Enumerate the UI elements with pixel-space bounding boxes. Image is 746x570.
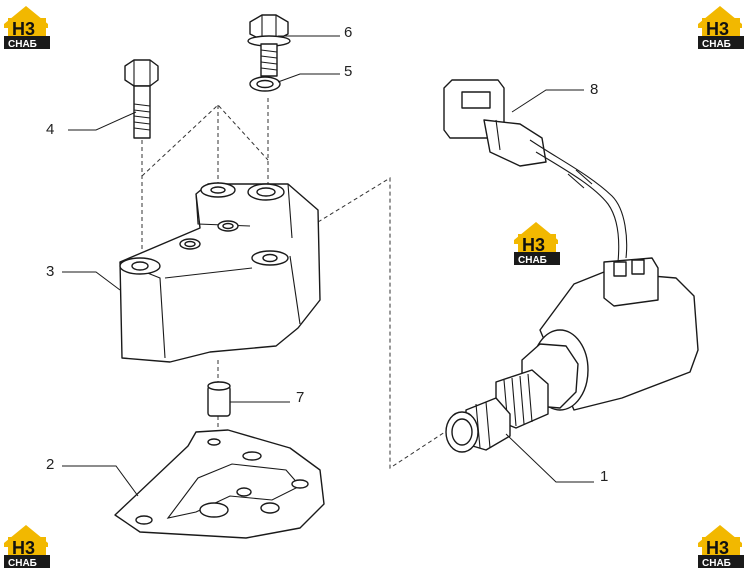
- callout-number-4: 4: [46, 121, 54, 138]
- watermark-bottom-text: CHAБ: [8, 39, 37, 50]
- part-5-washer: [249, 76, 281, 92]
- watermark-logo-center: H3 CHAБ: [514, 222, 560, 266]
- callout-4: 4: [46, 111, 137, 138]
- watermark-logo-top-right: H3 CHAБ: [698, 6, 744, 50]
- part-8-electrical-connector: [443, 79, 628, 263]
- callout-5: 5: [277, 63, 352, 83]
- watermark-top-text: H3: [706, 19, 729, 39]
- callout-6: 6: [278, 24, 352, 41]
- callout-number-6: 6: [344, 24, 352, 41]
- part-2-gasket-plate: [114, 429, 325, 539]
- callout-8: 8: [511, 81, 598, 113]
- watermark-logo-top-left: H3 CHAБ: [4, 6, 50, 50]
- watermark-top-text: H3: [706, 538, 729, 558]
- callout-1: 1: [505, 433, 608, 485]
- callout-number-1: 1: [600, 468, 608, 485]
- watermark-logo-bottom-left: H3 CHAБ: [4, 525, 50, 569]
- callout-number-3: 3: [46, 263, 54, 280]
- callout-7: 7: [230, 389, 304, 406]
- callout-3: 3: [46, 263, 121, 291]
- watermark-top-text: H3: [12, 538, 35, 558]
- part-1-solenoid-valve: [445, 257, 699, 453]
- watermark-top-text: H3: [12, 19, 35, 39]
- watermark-bottom-text: CHAБ: [702, 39, 731, 50]
- part-6-flange-bolt: [247, 14, 291, 77]
- watermark-top-text: H3: [522, 235, 545, 255]
- callout-number-2: 2: [46, 456, 54, 473]
- watermark-bottom-text: CHAБ: [702, 558, 731, 569]
- watermark-bottom-text: CHAБ: [8, 558, 37, 569]
- callout-number-7: 7: [296, 389, 304, 406]
- callout-number-5: 5: [344, 63, 352, 80]
- watermark-logo-bottom-right: H3 CHAБ: [698, 525, 744, 569]
- part-3-manifold-block: [119, 182, 321, 363]
- part-7-dowel-pin: [207, 381, 231, 417]
- part-4-hex-bolt: [124, 59, 159, 139]
- callout-number-8: 8: [590, 81, 598, 98]
- watermark-bottom-text: CHAБ: [518, 255, 547, 266]
- callout-2: 2: [46, 456, 139, 497]
